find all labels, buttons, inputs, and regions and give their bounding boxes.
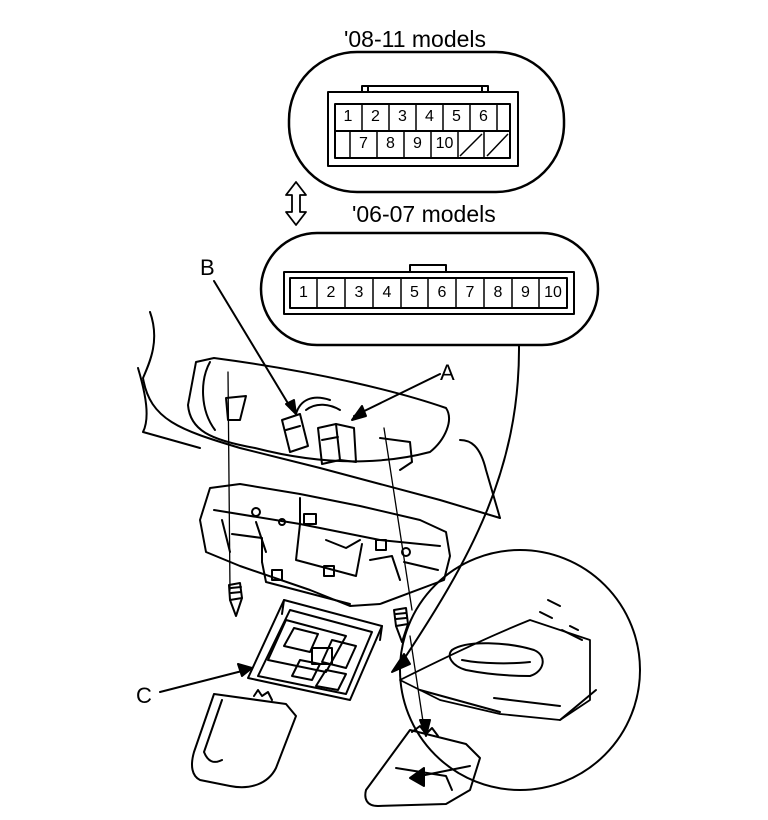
console-frame [199,483,451,607]
connector-08-11-housing [327,91,519,167]
pin-label-06-2: 2 [326,284,336,301]
lens-arrow [419,765,471,777]
align-line-right [383,427,413,611]
connector-06-07-grid [316,278,540,308]
pin-label-08-r2-7: 7 [359,135,368,152]
swap-arrow-icon [285,181,307,226]
title-08-11-models: '08-11 models [344,26,487,52]
callout-a: A [440,360,455,385]
roof-connector-b [281,396,341,453]
pin-label-08-r2-10: 10 [435,135,454,152]
callout-c: C [136,683,152,708]
pin-label-08-r1-5: 5 [452,108,461,125]
pin-label-06-4: 4 [382,284,392,301]
roof-connector-a [317,423,357,465]
pin-label-08-r1-1: 1 [343,108,353,125]
lens-left [191,689,297,789]
connector-08-11-grid [349,104,509,158]
lens-right [364,725,481,807]
pin-label-06-8: 8 [493,284,503,301]
pin-label-08-r2-9: 9 [413,135,422,152]
pin-label-08-r1-2: 2 [371,108,380,125]
screw-right [393,607,409,643]
pin-label-06-1: 1 [299,284,308,301]
detail-circle [399,549,641,791]
pin-label-08-r1-4: 4 [425,108,434,125]
connector-06-07-housing [283,271,575,315]
connector-06-07-latch [409,264,447,273]
pin-label-08-r1-6: 6 [479,108,488,125]
pin-label-08-r2-8: 8 [386,135,395,152]
leader-c [159,669,247,693]
headliner-recess [187,357,450,463]
pin-label-06-6: 6 [437,284,447,301]
pin-label-06-3: 3 [354,284,364,301]
connector-08-11-bubble [287,50,566,194]
leader-a [353,373,441,417]
leader-curve [399,344,521,666]
connector-06-07-bubble [259,231,600,347]
align-line-left [227,371,231,591]
align-line-lens [409,635,425,729]
map-light-c [247,599,383,701]
leader-b [213,280,293,411]
callout-b: B [200,255,215,280]
title-06-07-models: '06-07 models [352,201,496,227]
connector-08-11-latch [361,85,489,93]
screw-left [228,582,243,617]
headliner-outline [142,311,501,519]
pin-label-06-10: 10 [544,284,562,301]
pin-label-08-r1-3: 3 [398,108,407,125]
pin-label-06-5: 5 [410,284,419,301]
pin-label-06-9: 9 [521,284,530,301]
pin-label-06-7: 7 [465,284,475,301]
